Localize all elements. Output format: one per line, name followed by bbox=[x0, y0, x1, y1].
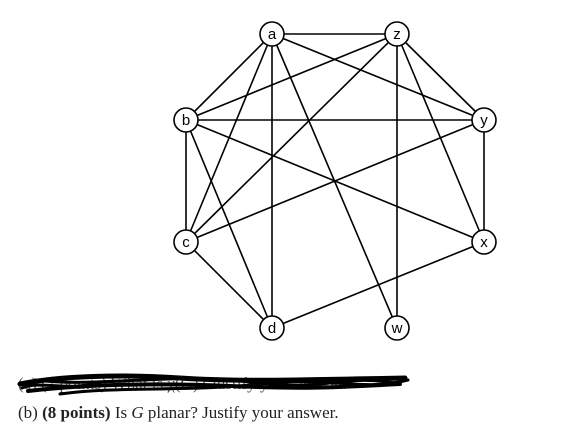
node-circle-c bbox=[173, 229, 199, 255]
node-w: w bbox=[384, 315, 410, 341]
node-circle-z bbox=[384, 21, 410, 47]
node-d: d bbox=[259, 315, 285, 341]
question-b-points: (8 points) bbox=[42, 403, 111, 422]
node-label-b: b bbox=[182, 112, 190, 129]
edge-z-b bbox=[185, 33, 398, 121]
edge-x-d bbox=[271, 241, 485, 329]
node-x: x bbox=[471, 229, 497, 255]
question-b-post: planar? Justify your answer. bbox=[147, 403, 339, 422]
node-label-y: y bbox=[480, 112, 488, 129]
graph-edges bbox=[185, 33, 485, 329]
node-c: c bbox=[173, 229, 199, 255]
node-circle-a bbox=[259, 21, 285, 47]
node-circle-d bbox=[259, 315, 285, 341]
node-b: b bbox=[173, 107, 199, 133]
node-z: z bbox=[384, 21, 410, 47]
edge-a-y bbox=[271, 33, 485, 121]
node-y: y bbox=[471, 107, 497, 133]
node-label-d: d bbox=[268, 320, 276, 337]
node-circle-b bbox=[173, 107, 199, 133]
question-b-var: G bbox=[131, 403, 144, 422]
edge-z-y bbox=[396, 33, 485, 121]
node-circle-y bbox=[471, 107, 497, 133]
graph-nodes: a z b y c x d w bbox=[173, 21, 497, 341]
question-a: (a) (7 points) What is χ(G)? Justify you… bbox=[18, 374, 347, 394]
node-label-z: z bbox=[393, 26, 401, 43]
edge-a-b bbox=[185, 33, 273, 121]
edge-y-c bbox=[185, 119, 485, 243]
question-b-pre: Is bbox=[114, 403, 128, 422]
edge-c-d bbox=[185, 241, 273, 329]
node-label-w: w bbox=[391, 320, 403, 337]
node-label-c: c bbox=[182, 234, 190, 251]
question-a-text: (a) (7 points) What is χ(G)? Justify you… bbox=[18, 374, 347, 393]
question-b-label: (b) bbox=[18, 403, 38, 422]
node-circle-x bbox=[471, 229, 497, 255]
question-b: (b) (8 points) Is G planar? Justify your… bbox=[18, 403, 339, 423]
edge-z-c bbox=[185, 33, 398, 243]
node-label-x: x bbox=[480, 234, 488, 251]
node-a: a bbox=[259, 21, 285, 47]
node-label-a: a bbox=[268, 26, 277, 43]
node-circle-w bbox=[384, 315, 410, 341]
